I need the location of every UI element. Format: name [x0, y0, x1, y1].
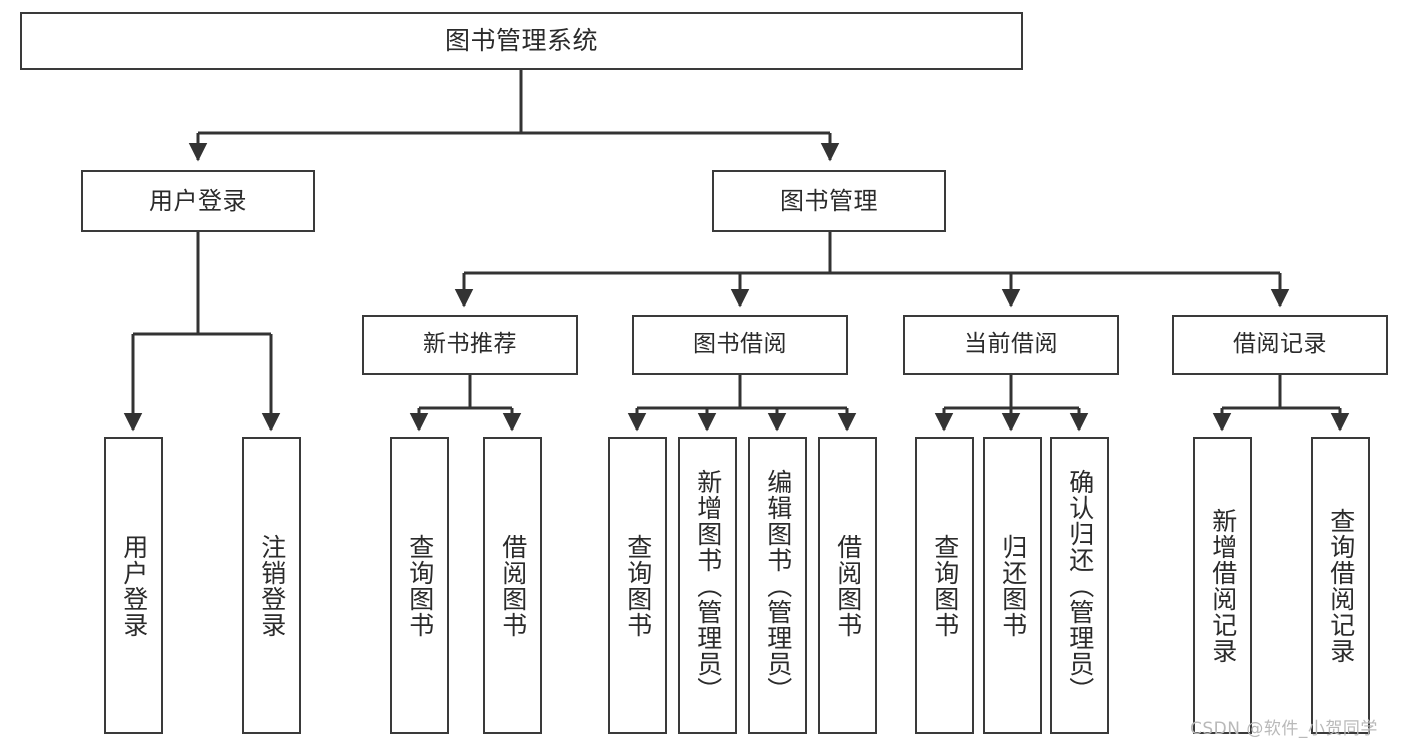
node-current-borrow-label: 当前借阅: [964, 331, 1058, 358]
node-borrow-record[interactable]: 借阅记录: [1172, 315, 1388, 375]
node-leaf-add-borrow-record[interactable]: 新增借阅记录: [1193, 437, 1252, 734]
node-leaf-borrow-book-label: 借阅图书: [833, 533, 863, 638]
node-leaf-add-borrow-record-label: 新增借阅记录: [1208, 507, 1238, 664]
node-leaf-confirm-return-admin-label: 确认归还（管理员）: [1065, 468, 1095, 703]
node-leaf-query-borrow-record-label: 查询借阅记录: [1326, 507, 1356, 664]
node-user-login[interactable]: 用户登录: [81, 170, 315, 232]
node-leaf-borrow-book[interactable]: 借阅图书: [818, 437, 877, 734]
node-new-book-recommend[interactable]: 新书推荐: [362, 315, 578, 375]
node-leaf-return-book-label: 归还图书: [998, 533, 1028, 638]
node-leaf-query-book-borrow[interactable]: 查询图书: [608, 437, 667, 734]
node-book-management[interactable]: 图书管理: [712, 170, 946, 232]
node-book-borrow-label: 图书借阅: [693, 331, 787, 358]
node-leaf-query-book-rec-label: 查询图书: [405, 533, 435, 638]
node-leaf-logout[interactable]: 注销登录: [242, 437, 301, 734]
node-leaf-edit-book-admin[interactable]: 编辑图书（管理员）: [748, 437, 807, 734]
node-leaf-query-borrow-record[interactable]: 查询借阅记录: [1311, 437, 1370, 734]
node-leaf-query-book-rec[interactable]: 查询图书: [390, 437, 449, 734]
node-user-login-label: 用户登录: [149, 186, 247, 215]
node-leaf-query-book-current[interactable]: 查询图书: [915, 437, 974, 734]
node-leaf-query-book-borrow-label: 查询图书: [623, 533, 653, 638]
node-borrow-record-label: 借阅记录: [1233, 331, 1327, 358]
node-root[interactable]: 图书管理系统: [20, 12, 1023, 70]
node-leaf-logout-label: 注销登录: [257, 533, 287, 638]
node-leaf-edit-book-admin-label: 编辑图书（管理员）: [763, 468, 793, 703]
node-book-management-label: 图书管理: [780, 186, 878, 215]
node-leaf-add-book-admin-label: 新增图书（管理员）: [693, 468, 723, 703]
node-leaf-borrow-book-rec-label: 借阅图书: [498, 533, 528, 638]
node-leaf-user-login[interactable]: 用户登录: [104, 437, 163, 734]
node-leaf-return-book[interactable]: 归还图书: [983, 437, 1042, 734]
node-book-borrow[interactable]: 图书借阅: [632, 315, 848, 375]
node-leaf-user-login-label: 用户登录: [119, 533, 149, 638]
node-leaf-query-book-current-label: 查询图书: [930, 533, 960, 638]
node-current-borrow[interactable]: 当前借阅: [903, 315, 1119, 375]
node-leaf-confirm-return-admin[interactable]: 确认归还（管理员）: [1050, 437, 1109, 734]
csdn-watermark: CSDN @软件_小贺同学: [1190, 719, 1378, 739]
node-leaf-borrow-book-rec[interactable]: 借阅图书: [483, 437, 542, 734]
node-leaf-add-book-admin[interactable]: 新增图书（管理员）: [678, 437, 737, 734]
node-new-book-recommend-label: 新书推荐: [423, 331, 517, 358]
node-root-label: 图书管理系统: [444, 26, 598, 55]
